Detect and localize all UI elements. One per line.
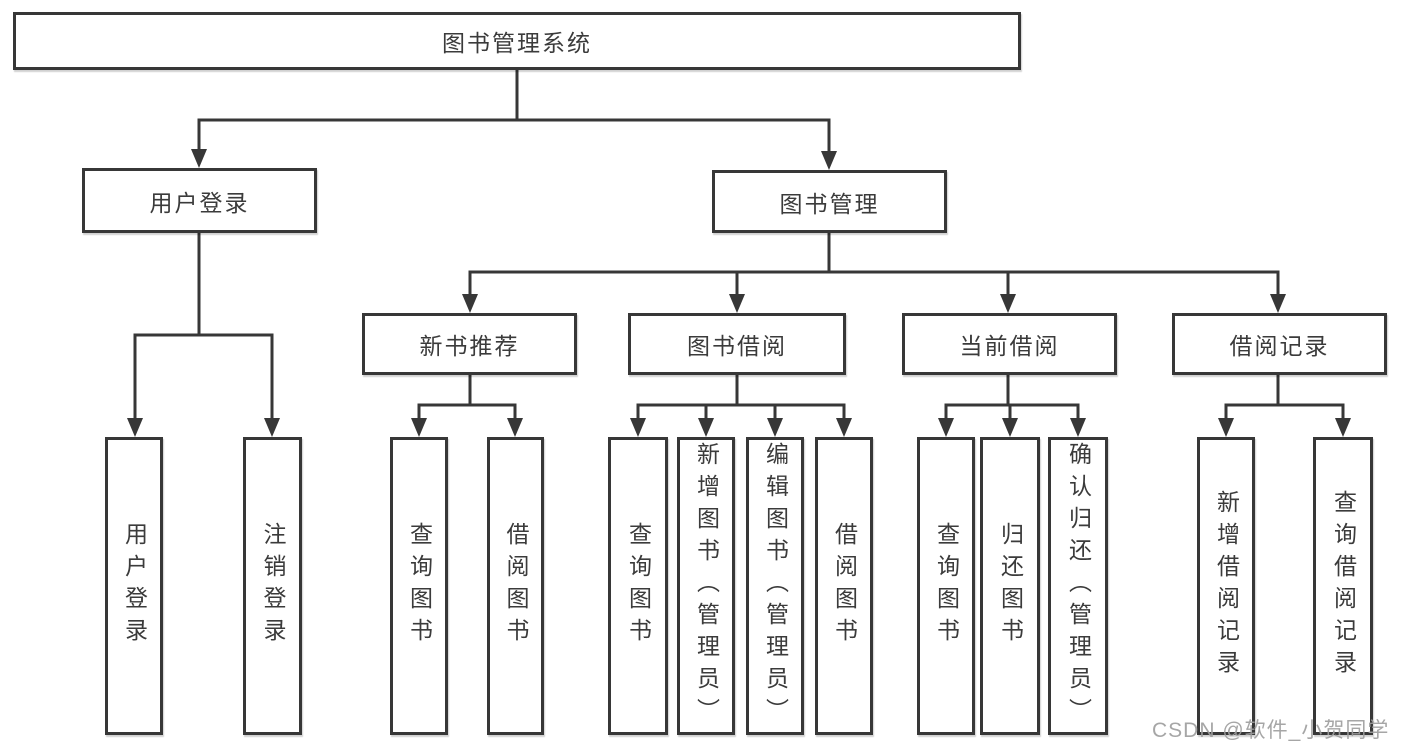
leaf-recommend-borrow-books: 借阅图书: [487, 437, 544, 735]
connector-root-to-level2: [197, 68, 831, 154]
node-book-borrowing: 图书借阅: [628, 313, 846, 375]
node-current-borrowing: 当前借阅: [902, 313, 1117, 375]
leaf-current-confirm-return-admin: 确认归还（管理员）: [1048, 437, 1108, 735]
node-book-management: 图书管理: [712, 170, 947, 233]
node-user-login: 用户登录: [82, 168, 317, 233]
node-new-book-recommendation: 新书推荐: [362, 313, 577, 375]
leaf-current-return-books: 归还图书: [980, 437, 1040, 735]
watermark: CSDN @软件_小贺同学: [1152, 719, 1390, 742]
connector-leaf-groups: [417, 373, 1345, 422]
leaf-current-query-books: 查询图书: [917, 437, 975, 735]
leaf-borrowing-borrow-books: 借阅图书: [815, 437, 873, 735]
leaf-user-login: 用户登录: [105, 437, 163, 735]
leaf-records-add-borrow-record: 新增借阅记录: [1197, 437, 1255, 735]
leaf-logout: 注销登录: [243, 437, 302, 735]
connector-book-management-branch: [468, 231, 1280, 298]
leaf-borrowing-query-books: 查询图书: [608, 437, 668, 735]
leaf-borrowing-add-books-admin: 新增图书（管理员）: [677, 437, 735, 735]
node-library-management-system: 图书管理系统: [13, 12, 1021, 70]
leaf-recommend-query-books: 查询图书: [390, 437, 448, 735]
node-borrowing-records: 借阅记录: [1172, 313, 1387, 375]
connector-user-login-branch: [133, 231, 274, 422]
leaf-borrowing-edit-books-admin: 编辑图书（管理员）: [746, 437, 804, 735]
leaf-records-query-borrow-record: 查询借阅记录: [1313, 437, 1373, 735]
